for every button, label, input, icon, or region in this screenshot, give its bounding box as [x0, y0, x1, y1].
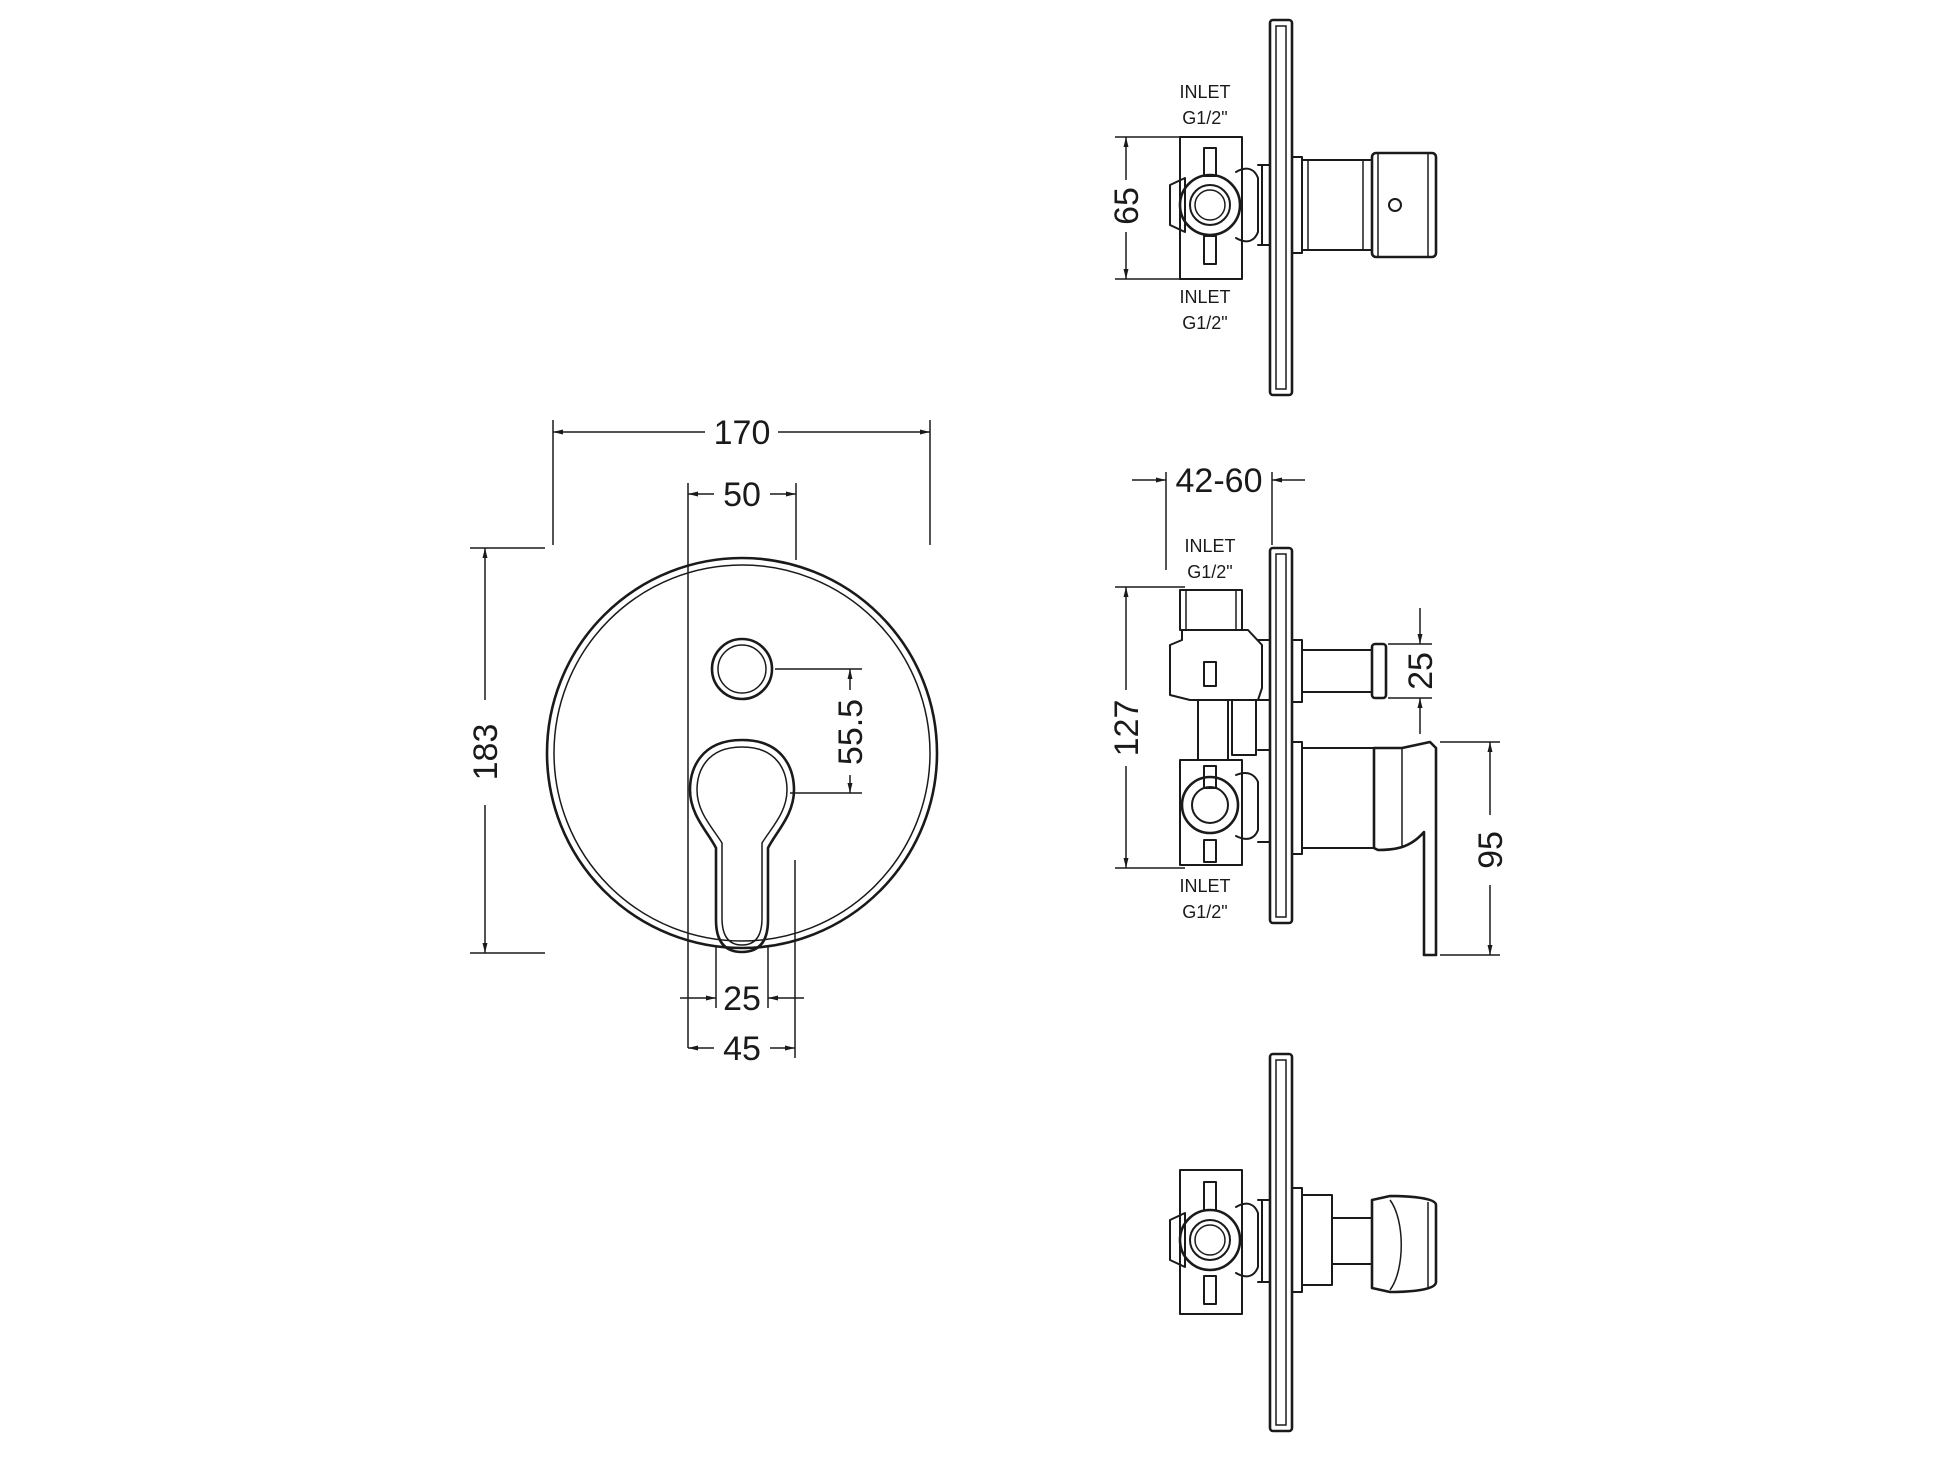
dim-overall-width: 170: [714, 414, 771, 452]
cover-plate-outer: [545, 556, 939, 950]
side-vertical-pipe: [1197, 699, 1229, 761]
top-view: INLET G1/2" INLET G1/2" 65: [1108, 18, 1438, 397]
bottom-cartridge: [1331, 1217, 1373, 1265]
bottom-view: [1169, 1052, 1438, 1433]
top-grub-screw: [1388, 198, 1402, 212]
diverter-button-outer: [710, 637, 774, 701]
dim-button-projection: 25: [1402, 652, 1440, 690]
bottom-inlet-port-inner: [1189, 1219, 1231, 1261]
lever-handle: [688, 738, 796, 954]
side-inlet-label-upper: INLET: [1184, 536, 1235, 556]
front-view: [545, 556, 939, 954]
dim-top-depth: 65: [1108, 187, 1146, 225]
dim-side-body-height: 127: [1108, 700, 1146, 757]
top-cartridge: [1301, 159, 1373, 251]
cover-plate-inner: [553, 564, 931, 942]
side-view: INLET G1/2" INLET G1/2" 42-60 127 25 95: [1108, 462, 1510, 957]
side-diverter-spindle: [1301, 649, 1373, 693]
dim-handle-projection: 95: [1472, 831, 1510, 869]
front-dimensions: 170 50 183 55.5 25 45: [467, 414, 931, 1068]
diverter-button-inner: [717, 644, 767, 694]
bottom-wall-plate: [1268, 1052, 1294, 1433]
side-inlet-port-outer: [1180, 775, 1240, 835]
side-top-inlet: [1179, 589, 1243, 631]
side-inlet-label-lower: INLET: [1179, 876, 1230, 896]
dim-handle-width-outer: 45: [723, 1030, 761, 1068]
top-inlet-port-inner: [1189, 184, 1231, 226]
dim-button-to-handle: 55.5: [832, 699, 870, 765]
dim-wall-depth-range: 42-60: [1176, 462, 1263, 500]
top-inlet-port-outer: [1178, 173, 1242, 237]
top-inlet-size-upper: G1/2": [1182, 108, 1227, 128]
dim-handle-width-inner: 25: [723, 980, 761, 1018]
bottom-handle-body: [1370, 1194, 1438, 1294]
top-inlet-label-upper: INLET: [1179, 82, 1230, 102]
dim-overall-height: 183: [467, 724, 505, 781]
side-inlet-size-upper: G1/2": [1187, 562, 1232, 582]
lever-handle-inner: [696, 746, 788, 946]
side-inlet-port-inner: [1191, 786, 1229, 824]
top-inlet-size-lower: G1/2": [1182, 313, 1227, 333]
side-inlet-size-lower: G1/2": [1182, 902, 1227, 922]
side-diverter-button: [1370, 642, 1388, 700]
side-wall-plate: [1268, 546, 1294, 925]
side-lever-handle: [1372, 740, 1438, 957]
side-lower-body: [1179, 759, 1243, 866]
bottom-inlet-port-outer: [1178, 1208, 1242, 1272]
top-handle-body: [1370, 151, 1438, 259]
top-inlet-label-lower: INLET: [1179, 287, 1230, 307]
top-wall-plate: [1268, 18, 1294, 397]
dim-handle-offset: 50: [723, 476, 761, 514]
